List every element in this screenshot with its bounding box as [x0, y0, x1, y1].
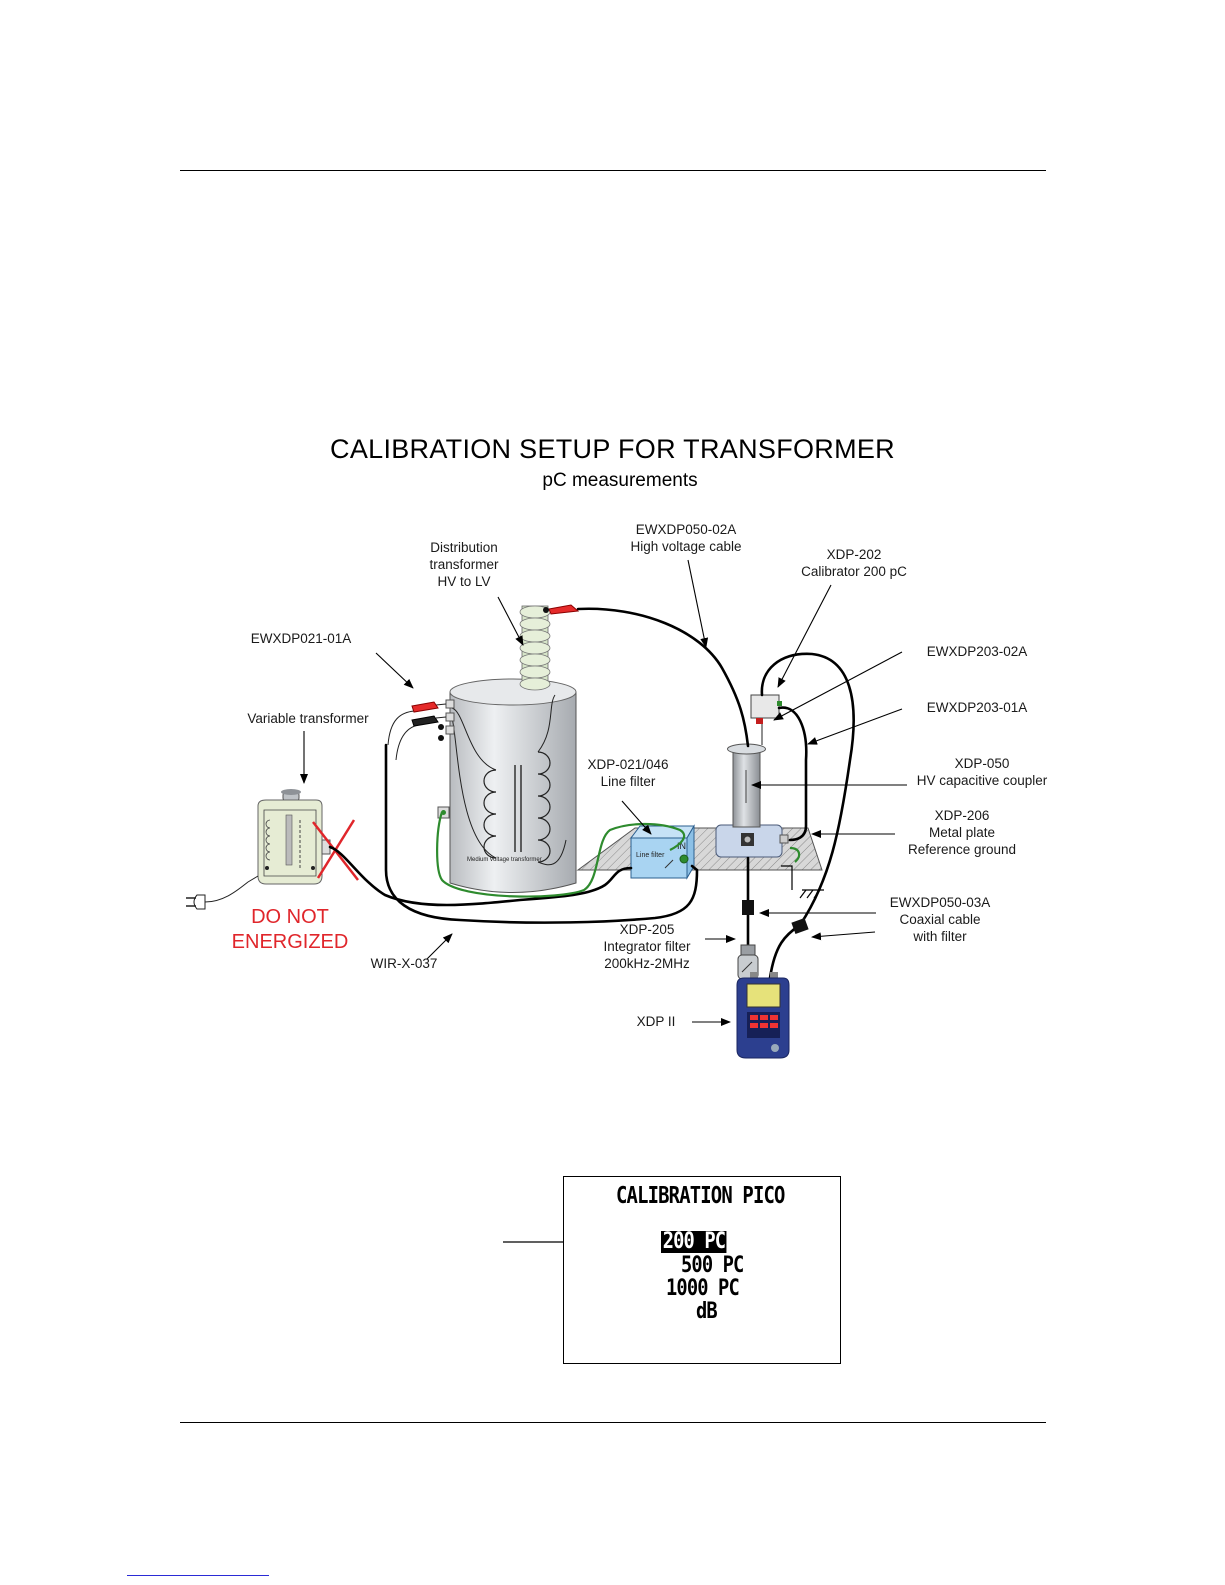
- medium-voltage-transformer: Medium voltage transformer: [437, 678, 577, 893]
- label-ewxdp203-02a: EWXDP203-02A: [927, 644, 1028, 659]
- display-option[interactable]: dB: [696, 1299, 718, 1324]
- diagram-subtitle: pC measurements: [542, 470, 698, 491]
- label-ewxdp021: EWXDP021-01A: [251, 631, 352, 646]
- warning-line-2: ENERGIZED: [232, 931, 349, 953]
- line-filter-caption: Line filter: [636, 852, 665, 859]
- label-coupler-1: XDP-050: [955, 756, 1010, 771]
- arrow-coax-2: [811, 931, 876, 941]
- label-ewxdp203-01a: EWXDP203-01A: [927, 700, 1028, 715]
- label-integrator-2: Integrator filter: [603, 939, 691, 954]
- label-metal-plate-3: Reference ground: [908, 842, 1016, 857]
- label-calibrator-1: XDP-202: [827, 547, 882, 562]
- label-hv-cable-1: EWXDP050-02A: [636, 522, 737, 537]
- arrow-wire: [426, 933, 453, 960]
- calibrator-box: [750, 694, 782, 745]
- warning-line-1: DO NOT: [251, 906, 329, 928]
- hv-capacitive-coupler: [715, 743, 789, 858]
- label-metal-plate-2: Metal plate: [929, 825, 995, 840]
- hv-bushing: [519, 605, 551, 691]
- label-line-filter-2: Line filter: [601, 774, 656, 789]
- label-coax-1: EWXDP050-03A: [890, 895, 991, 910]
- label-metal-plate-1: XDP-206: [935, 808, 990, 823]
- diagram-title: CALIBRATION SETUP FOR TRANSFORMER: [330, 434, 895, 464]
- arrow-distribution: [497, 596, 524, 646]
- label-line-filter-1: XDP-021/046: [587, 757, 668, 772]
- label-distribution-1: Distribution: [430, 540, 498, 555]
- footer-rule: [180, 1422, 1046, 1423]
- arrow-line-filter: [621, 800, 652, 835]
- power-plug-icon: [186, 875, 259, 910]
- label-instrument: XDP II: [637, 1014, 676, 1029]
- label-calibrator-2: Calibrator 200 pC: [801, 564, 907, 579]
- calibration-display: CALIBRATION PICO 200 PC 500 PC 1000 PC d…: [563, 1176, 841, 1364]
- alligator-clips: [411, 604, 580, 741]
- label-integrator-1: XDP-205: [620, 922, 675, 937]
- xdp-ii-instrument: [736, 972, 790, 1059]
- arrow-calibrator: [777, 584, 832, 688]
- tank-caption: Medium voltage transformer: [467, 857, 542, 863]
- line-filter-in: IN: [677, 841, 686, 851]
- coax-filter-sleeve-2: [791, 917, 809, 935]
- header-rule: [180, 170, 1046, 171]
- display-option[interactable]: 500 PC: [681, 1253, 744, 1278]
- metal-plate: [576, 827, 823, 871]
- calibration-setup-diagram: Medium voltage transformer: [186, 522, 1048, 1059]
- label-distribution-3: HV to LV: [437, 574, 490, 589]
- arrow-ewxdp203-01a: [807, 708, 903, 745]
- variable-transformer: [257, 789, 331, 885]
- label-coax-3: with filter: [912, 929, 967, 944]
- display-title: CALIBRATION PICO: [616, 1183, 785, 1209]
- label-integrator-3: 200kHz-2MHz: [604, 956, 690, 971]
- display-option[interactable]: 1000 PC: [666, 1276, 740, 1301]
- arrow-hv-cable: [687, 559, 709, 648]
- coax-filter-sleeve: [742, 900, 754, 915]
- label-distribution-2: transformer: [429, 557, 499, 572]
- label-hv-cable-2: High voltage cable: [630, 539, 741, 554]
- arrow-ewxdp203-02a: [773, 651, 903, 721]
- arrow-ewxdp021: [375, 652, 414, 689]
- label-coupler-2: HV capacitive coupler: [917, 773, 1048, 788]
- label-coax-2: Coaxial cable: [899, 912, 980, 927]
- footer-link-underline: [127, 1575, 269, 1576]
- label-wire: WIR-X-037: [371, 956, 438, 971]
- display-option-selected[interactable]: 200 PC: [661, 1229, 727, 1254]
- label-variable-transformer: Variable transformer: [247, 711, 369, 726]
